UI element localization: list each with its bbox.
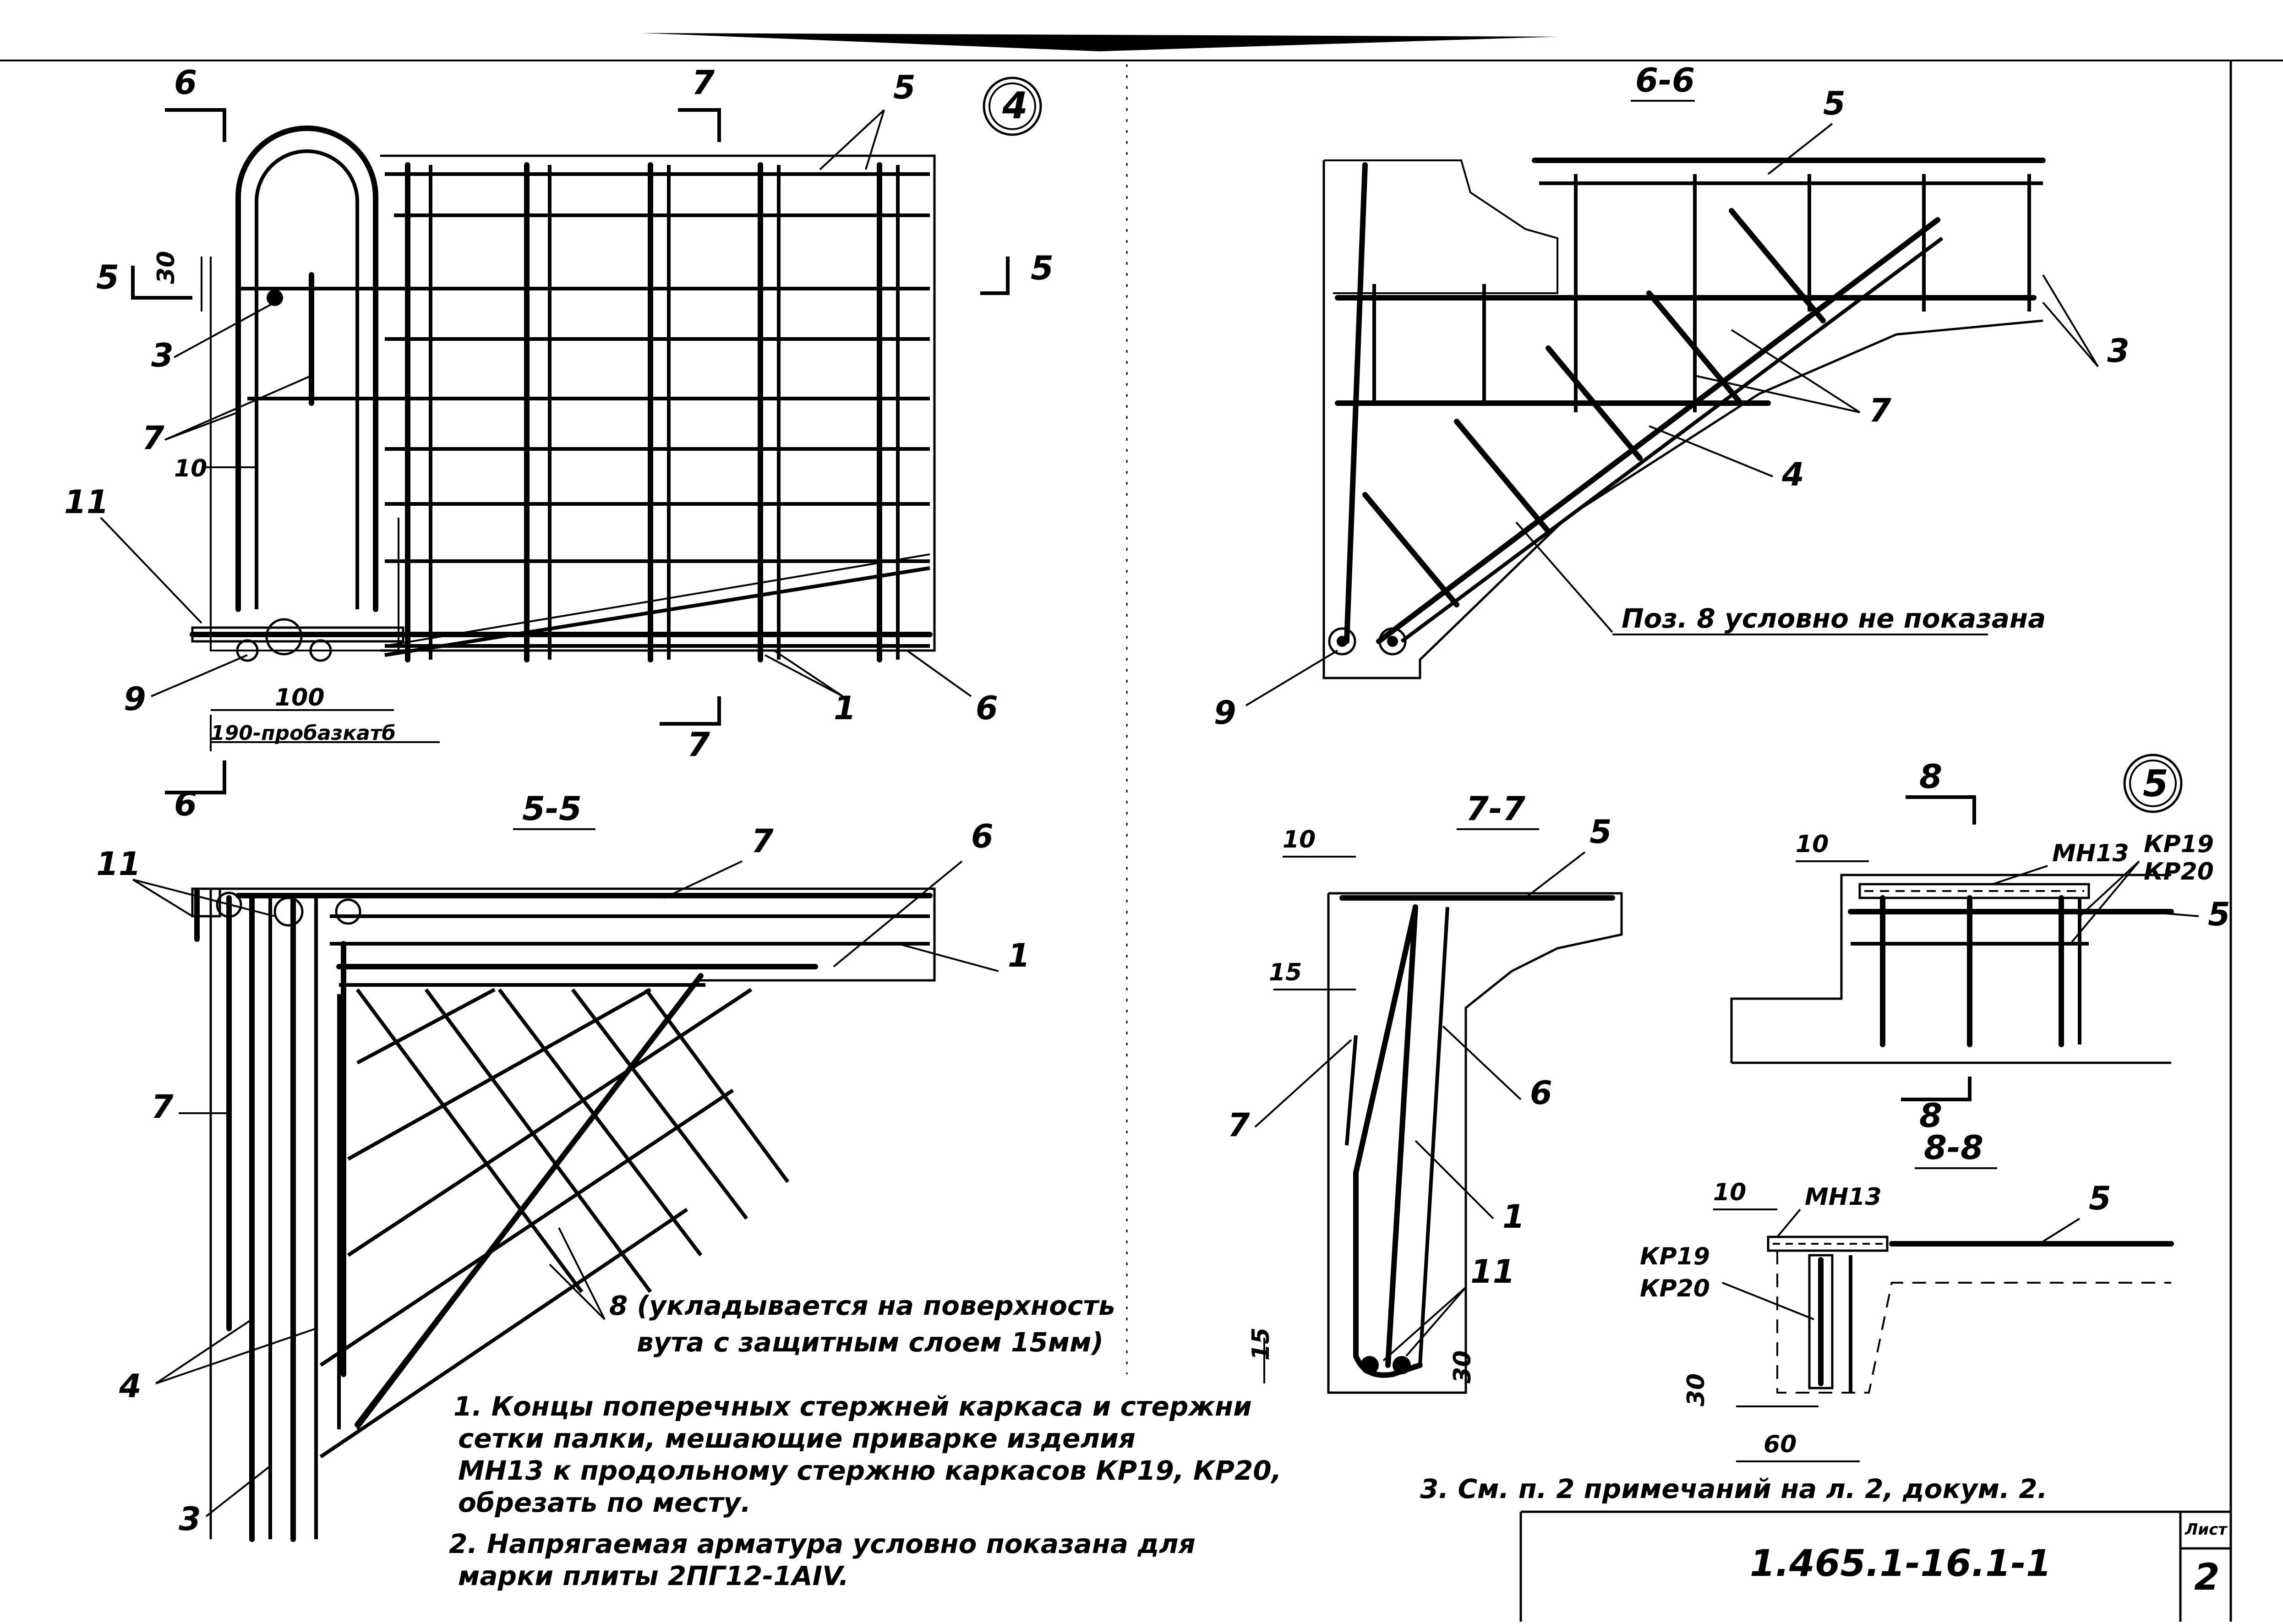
label-pos1-main: 1 — [834, 689, 856, 727]
label-pos5-s66: 5 — [1823, 85, 1846, 122]
dim-10-main: 10 — [174, 455, 207, 482]
label-pos3-s55: 3 — [179, 1500, 201, 1538]
cut-5-right: 5 — [1031, 249, 1054, 287]
label-pos6-s55: 6 — [971, 818, 994, 855]
detail-5-circle — [2123, 754, 2183, 813]
label-pos5-main: 5 — [893, 69, 916, 106]
label-pos3-s66: 3 — [2107, 332, 2130, 370]
label-pos5-s77: 5 — [1589, 813, 1612, 851]
section-8-8-title: 8-8 — [1924, 1128, 1983, 1167]
label-pos11-s77: 11 — [1470, 1253, 1515, 1290]
label-pos6-main: 6 — [976, 689, 998, 727]
note-1-line-4: обрезать по месту. — [458, 1487, 751, 1518]
main-view-cut-markers: 6 6 7 7 5 5 — [96, 63, 1054, 823]
label-pos7-s55b: 7 — [151, 1088, 174, 1126]
general-notes: 1. Концы поперечных стержней каркаса и с… — [449, 1391, 2048, 1591]
label-pos3-main: 3 — [151, 337, 174, 374]
cut-6-bottom: 6 — [174, 785, 197, 823]
dim-15-s77: 15 — [1269, 959, 1302, 986]
dim-15-s77b: 15 — [1247, 1328, 1275, 1361]
label-pos7-main: 7 — [142, 419, 164, 457]
label-pos4-s66: 4 — [1781, 456, 1804, 493]
main-view-labels: 5 3 7 11 9 1 6 30 10 100 190-пробазкатб — [64, 69, 998, 751]
label-pos7-s66: 7 — [1869, 392, 1891, 429]
dim-100-main: 100 — [275, 684, 325, 711]
detail-5-marker: 5 — [2143, 762, 2168, 805]
label-pos9-main: 9 — [124, 680, 146, 718]
note-3: 3. См. п. 2 примечаний на л. 2, докум. 2… — [1420, 1473, 2048, 1504]
cut-5-left: 5 — [96, 258, 119, 296]
label-pos4-s55: 4 — [119, 1367, 142, 1405]
note-2-line-1: 2. Напрягаемая арматура условно показана… — [449, 1528, 1196, 1559]
callout-kr20-a: КР20 — [2144, 858, 2214, 886]
cut-6-top: 6 — [174, 63, 197, 102]
section-7-7-title: 7-7 — [1466, 789, 1525, 828]
section-8-8: 8-8 МН13 КР19 КР20 5 10 60 30 — [1640, 1128, 2174, 1462]
label-pos11-s55: 11 — [96, 845, 141, 883]
section-6-6-title: 6-6 — [1635, 61, 1695, 99]
marker-8-bottom: 8 — [1919, 1096, 1942, 1135]
lifting-loop-inner — [255, 149, 359, 609]
label-pos7-s77: 7 — [1228, 1106, 1250, 1144]
doc-code: 1.465.1-16.1-1 — [1750, 1542, 2052, 1585]
slab-outline — [380, 154, 936, 652]
dim-30-s88: 30 — [1682, 1373, 1710, 1406]
pos8-diagonal-mesh — [319, 973, 790, 1459]
callout-kr20-b: КР20 — [1640, 1275, 1710, 1302]
callout-kr19-a: КР19 — [2144, 831, 2214, 858]
cut-7-top: 7 — [692, 63, 715, 102]
lifting-loop — [235, 126, 378, 612]
detail-4-marker: 4 — [1002, 84, 1028, 127]
dim-190-main: 190-пробазкатб — [211, 722, 396, 745]
label-pos9-s66: 9 — [1214, 694, 1236, 732]
title-block: 1.465.1-16.1-1 Лист 2 — [1519, 1510, 2231, 1622]
detail-4-circle — [983, 77, 1042, 136]
note-1-line-1: 1. Концы поперечных стержней каркаса и с… — [453, 1391, 1252, 1422]
rib-outline — [210, 257, 399, 651]
mesh-longitudinal-bars — [190, 172, 933, 648]
note-1-line-2: сетки палки, мешающие приварке изделия — [458, 1423, 1136, 1454]
label-pos1-s55: 1 — [1008, 937, 1030, 974]
note-2-line-2: марки плиты 2ПГ12-1АIV. — [458, 1560, 849, 1591]
callout-mn13-b: МН13 — [1805, 1183, 1882, 1211]
detail-5-view: 5 8 8 МН13 КР19 КР20 5 10 — [1730, 754, 2230, 1135]
callout-pos8-line2: вута с защитным слоем 15мм) — [637, 1327, 1103, 1358]
dim-30-s77: 30 — [1449, 1351, 1476, 1383]
section-5-5-title: 5-5 — [522, 789, 582, 828]
dim-10-s77: 10 — [1283, 826, 1316, 853]
dim-60-s88: 60 — [1764, 1431, 1797, 1458]
cut-7-bottom: 7 — [687, 725, 710, 764]
section-7-7: 7-7 5 6 7 1 11 10 15 15 30 — [1228, 789, 1623, 1394]
callout-mn13-a: МН13 — [2052, 840, 2129, 867]
callout-pos8-hidden: Поз. 8 условно не показана — [1622, 603, 2046, 634]
callout-kr19-b: КР19 — [1640, 1243, 1710, 1270]
label-pos6-s77: 6 — [1530, 1074, 1552, 1112]
dim-30-main: 30 — [153, 251, 180, 284]
prestress-bar — [384, 566, 930, 657]
label-pos5-d5: 5 — [2208, 896, 2230, 933]
sheet-number: 2 — [2194, 1556, 2220, 1598]
top-brush-mark — [641, 33, 1557, 51]
dim-10-s88: 10 — [1713, 1179, 1746, 1206]
section-5-5: 5-5 7 — [96, 789, 1115, 1542]
sheet-label: Лист — [2185, 1520, 2228, 1539]
dim-10-d5: 10 — [1796, 831, 1829, 858]
label-pos5-s88: 5 — [2089, 1180, 2111, 1217]
label-pos7-s55: 7 — [751, 822, 774, 860]
section-6-6: 6-6 5 3 7 4 Поз. 8 условно не показана — [1214, 61, 2130, 732]
main-plan-view — [190, 126, 936, 662]
note-1-line-3: МН13 к продольному стержню каркасов КР19… — [458, 1455, 1282, 1486]
label-pos1-s77: 1 — [1502, 1198, 1525, 1236]
label-pos11-main: 11 — [64, 483, 109, 521]
marker-8-top: 8 — [1919, 757, 1942, 796]
callout-pos8-line1: 8 (укладывается на поверхность — [609, 1290, 1115, 1321]
